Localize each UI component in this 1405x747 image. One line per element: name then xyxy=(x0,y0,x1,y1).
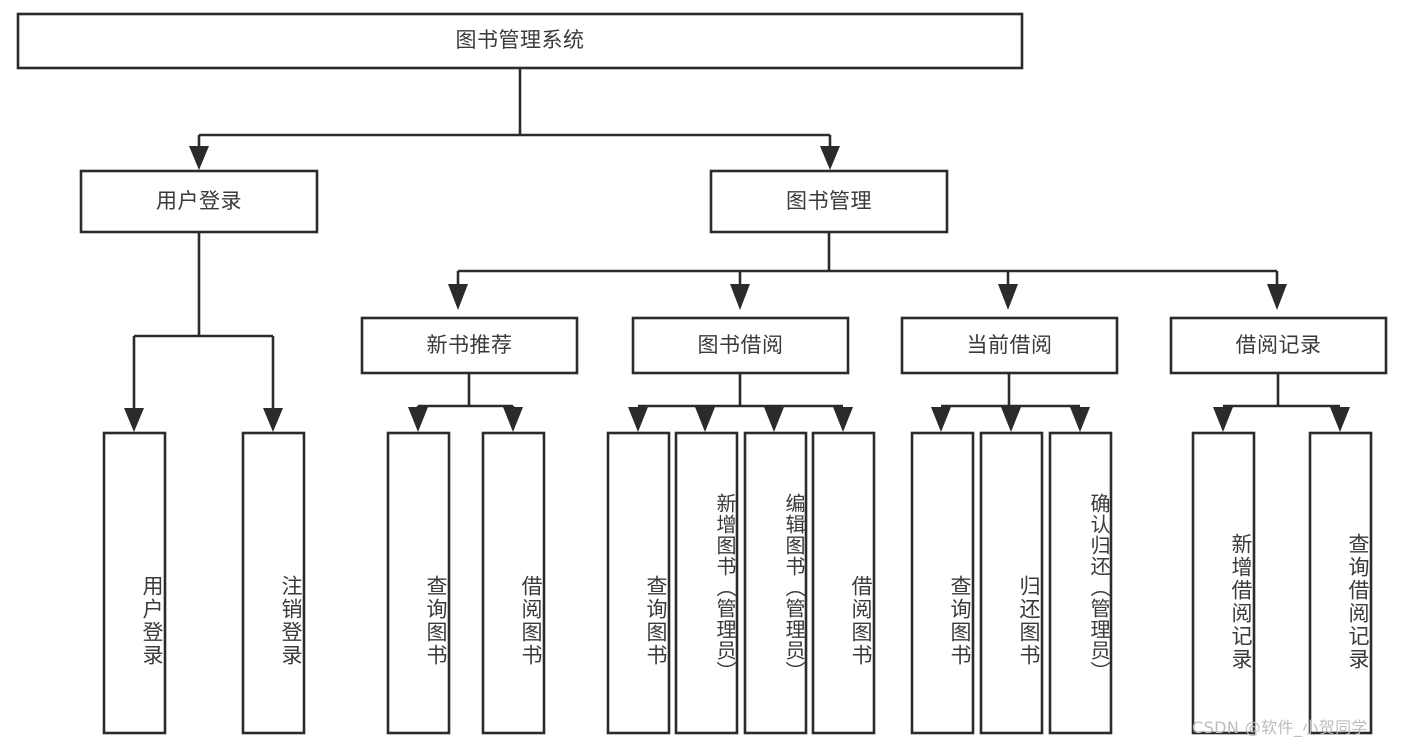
node-leaf-logout-box[interactable] xyxy=(241,431,306,735)
arrow-head-current-borrow xyxy=(998,284,1018,310)
node-leaf-query-book-c-box[interactable] xyxy=(910,431,975,735)
node-borrow-record-box[interactable] xyxy=(1169,316,1388,375)
arrow-head-book-borrow-leaf-3 xyxy=(764,407,784,432)
arrow-head-book-borrow xyxy=(730,284,750,310)
arrow-head-new-book-leaf-1 xyxy=(408,407,428,432)
node-leaf-return-book-box[interactable] xyxy=(979,431,1044,735)
arrow-head-book-borrow-leaf-1 xyxy=(628,407,648,432)
arrow-head-user-login xyxy=(189,146,209,170)
node-book-management-box[interactable] xyxy=(709,169,949,234)
node-current-borrow-box[interactable] xyxy=(900,316,1119,375)
node-leaf-edit-book-box[interactable] xyxy=(743,431,808,735)
watermark-text: CSDN @软件_小贺同学 xyxy=(1192,718,1368,737)
node-leaf-add-record-box[interactable] xyxy=(1191,431,1256,735)
arrow-head-book-borrow-leaf-4 xyxy=(833,407,853,432)
arrow-head-current-borrow-leaf-1 xyxy=(931,407,951,432)
arrow-head-current-borrow-leaf-3 xyxy=(1070,407,1090,432)
node-leaf-query-book-b-box[interactable] xyxy=(606,431,671,735)
node-leaf-borrow-book-b-box[interactable] xyxy=(811,431,876,735)
node-leaf-query-record-box[interactable] xyxy=(1308,431,1373,735)
node-leaf-user-login-box[interactable] xyxy=(102,431,167,735)
arrow-head-borrow-record-leaf-1 xyxy=(1213,407,1233,432)
node-leaf-borrow-book-a-box[interactable] xyxy=(481,431,546,735)
arrow-head-current-borrow-leaf-2 xyxy=(1001,407,1021,432)
arrow-head-new-book-leaf-2 xyxy=(503,407,523,432)
node-book-borrow-box[interactable] xyxy=(631,316,850,375)
arrow-head-leaf-user-login xyxy=(124,408,144,432)
arrow-head-new-book-rec xyxy=(448,284,468,310)
node-leaf-confirm-return-box[interactable] xyxy=(1048,431,1113,735)
arrow-head-borrow-record-leaf-2 xyxy=(1330,407,1350,432)
arrow-head-borrow-record xyxy=(1267,284,1287,310)
node-root-box[interactable] xyxy=(16,12,1024,70)
arrow-head-book-borrow-leaf-2 xyxy=(695,407,715,432)
node-leaf-query-book-a-box[interactable] xyxy=(386,431,451,735)
arrow-head-leaf-logout xyxy=(263,408,283,432)
node-leaf-add-book-box[interactable] xyxy=(674,431,739,735)
node-new-book-rec-box[interactable] xyxy=(360,316,579,375)
arrow-head-book-mgmt xyxy=(820,146,840,170)
node-user-login-box[interactable] xyxy=(79,169,319,234)
